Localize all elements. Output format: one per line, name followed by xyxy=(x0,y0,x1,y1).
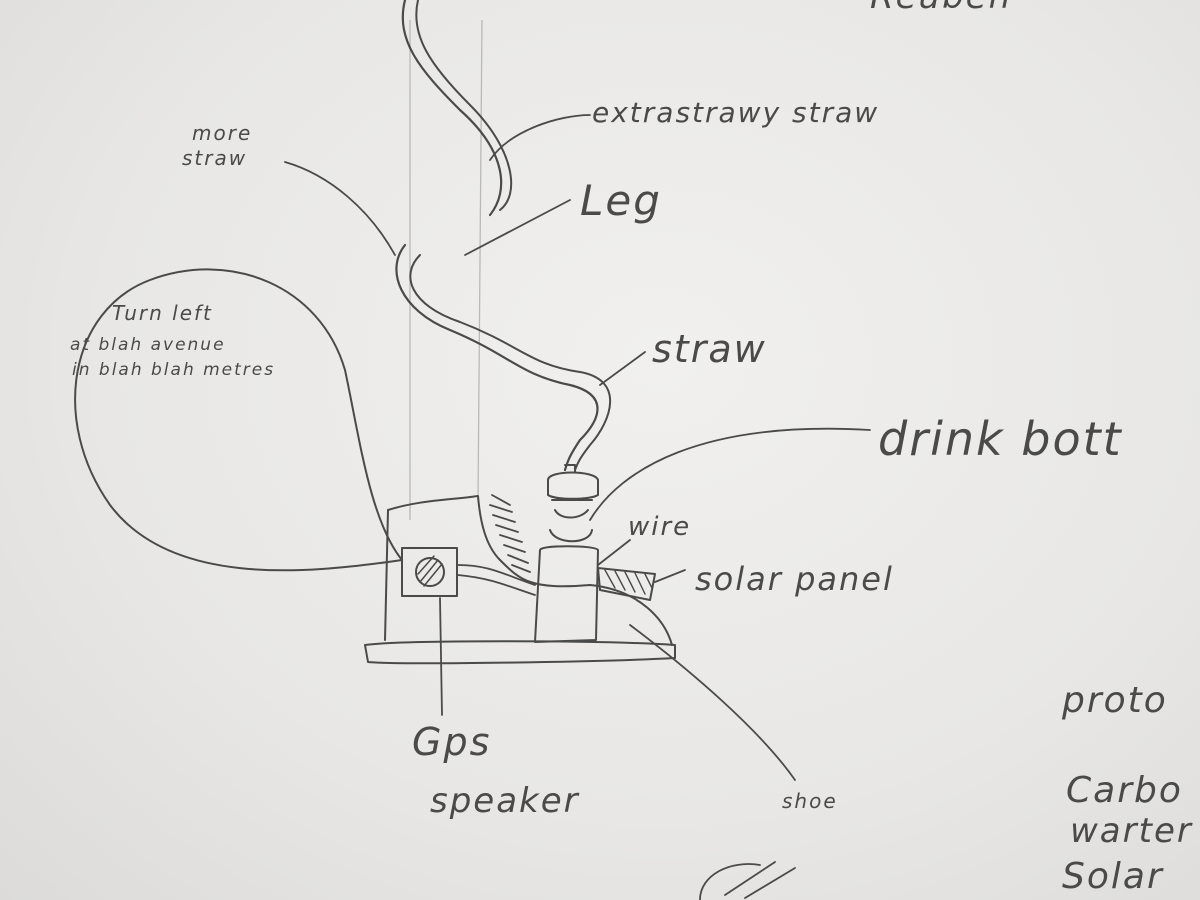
label-solar-panel: solar panel xyxy=(695,560,894,598)
speaker-wire xyxy=(457,564,536,586)
side-note-1: proto xyxy=(1061,680,1168,721)
leader-straw xyxy=(599,351,646,386)
leader-gps xyxy=(439,597,443,716)
leader-more-straw xyxy=(284,161,396,256)
top-partial-text: Reuben xyxy=(870,0,1012,17)
bubble-line-1: Turn left xyxy=(112,301,213,325)
straw-line xyxy=(395,243,599,472)
spring-coils xyxy=(489,494,531,573)
extra-straw-line-2 xyxy=(415,0,513,211)
label-wire: wire xyxy=(628,512,691,542)
shoe-sole xyxy=(364,640,676,665)
solar-panel-hatch xyxy=(604,569,653,595)
gps-speaker-cone xyxy=(415,557,445,587)
solar-panel-shape xyxy=(597,567,656,601)
bottom-scribble xyxy=(699,861,796,900)
label-gps: Gps xyxy=(412,720,491,764)
leader-extra-straw xyxy=(489,114,591,161)
leader-drink-bottle xyxy=(589,427,871,521)
bubble-line-2: at blah avenue xyxy=(70,335,226,355)
label-extra-straw: extrastrawy straw xyxy=(592,96,879,129)
gps-speaker-box xyxy=(401,547,458,597)
label-drink-bottle: drink bott xyxy=(878,412,1123,466)
drink-bottle-shape xyxy=(534,464,599,643)
label-leg: Leg xyxy=(580,176,662,225)
label-more-straw-2: straw xyxy=(182,146,247,170)
leader-shoe xyxy=(629,624,796,781)
label-straw: straw xyxy=(652,327,767,371)
label-shoe: shoe xyxy=(782,789,838,813)
side-note-3: warter xyxy=(1070,811,1193,851)
label-gps-speaker: speaker xyxy=(430,781,580,821)
straw-line-2 xyxy=(409,254,612,471)
shoe-heel xyxy=(384,509,389,641)
speech-bubble-outline xyxy=(74,268,403,572)
leader-solar-panel xyxy=(654,569,686,583)
bubble-line-3: in blah blah metres xyxy=(72,360,275,380)
speaker-wire-2 xyxy=(457,574,536,596)
side-note-2: Carbo xyxy=(1066,770,1183,811)
side-note-4: Solar xyxy=(1062,856,1164,897)
shoe-outline xyxy=(387,495,673,646)
leg-outline-right xyxy=(477,19,483,501)
extra-straw-line xyxy=(401,0,503,217)
leader-leg xyxy=(464,199,571,256)
leader-wire xyxy=(597,539,631,566)
gps-speaker-grille xyxy=(417,555,443,587)
label-more-straw-1: more xyxy=(192,121,252,145)
